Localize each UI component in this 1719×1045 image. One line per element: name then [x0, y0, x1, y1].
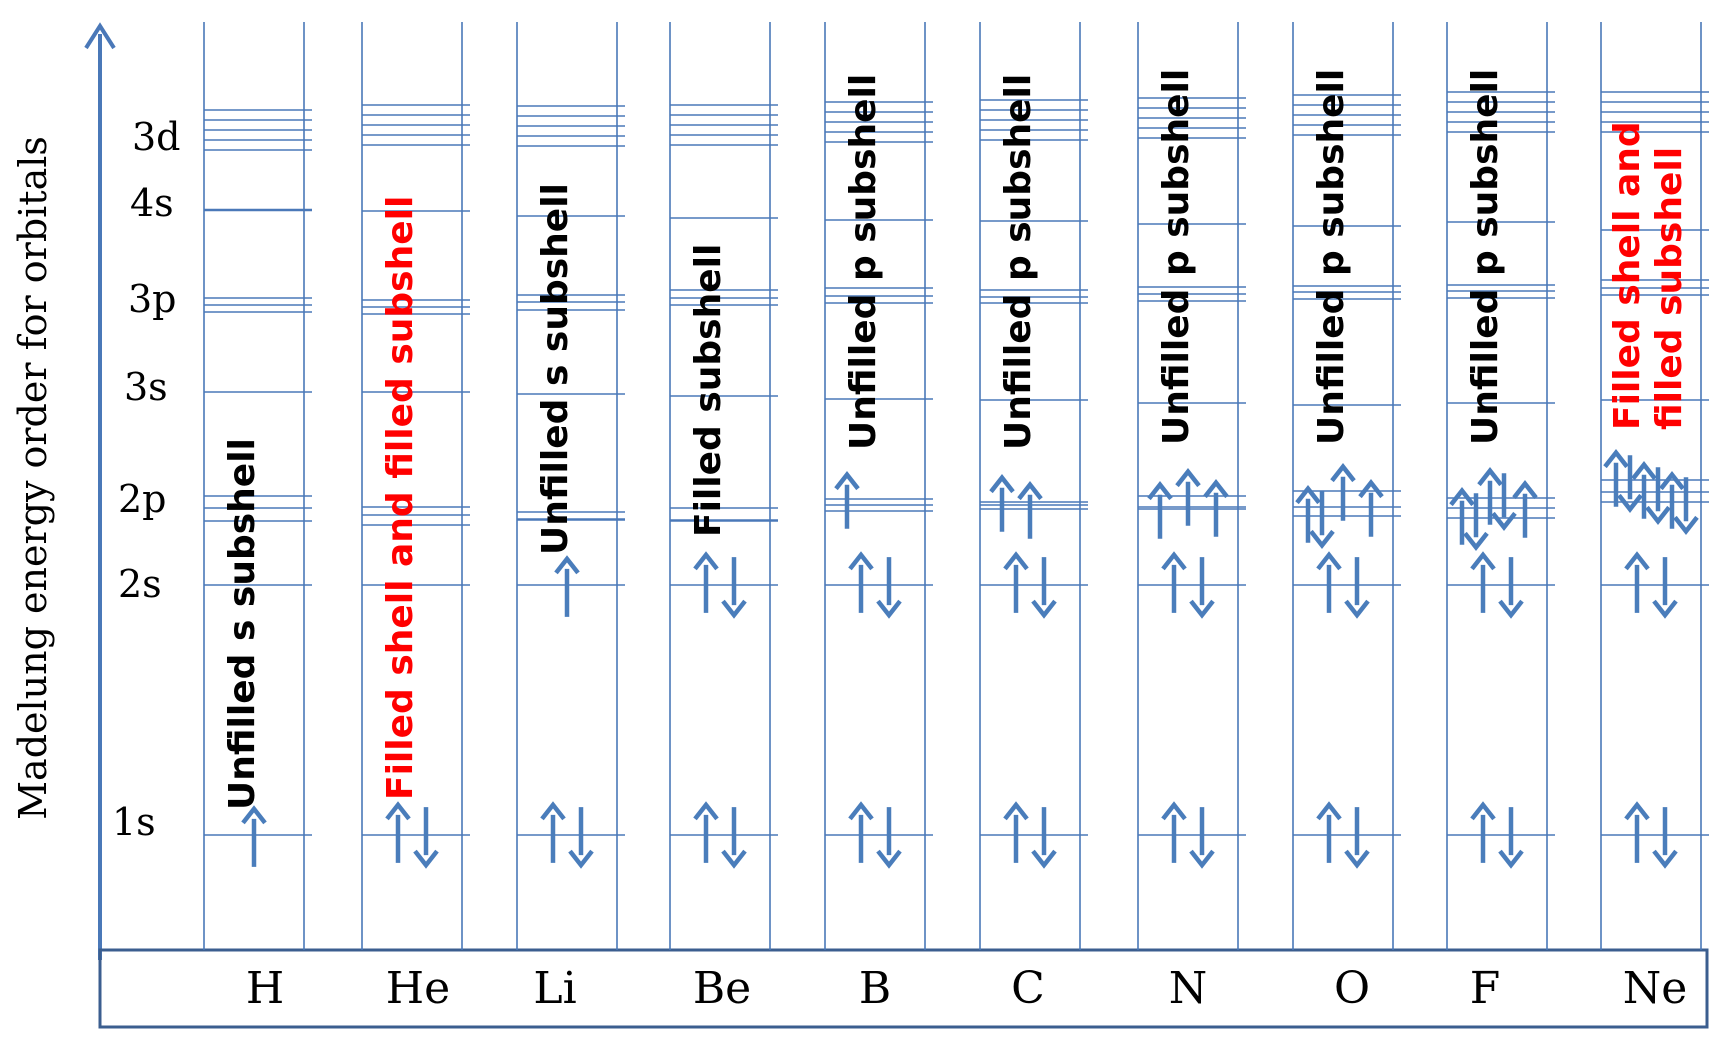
- spin-up-arrowhead: [1203, 479, 1229, 499]
- spin-up-arrowhead: [241, 805, 267, 825]
- spin-down-arrowhead: [876, 599, 902, 619]
- spin-up-arrowhead: [1631, 461, 1657, 481]
- spin-down-arrowhead: [1189, 849, 1215, 869]
- subshell-note: Unfilled p subshell: [1156, 69, 1197, 445]
- subshell-note: Unfilled p subshell: [843, 74, 884, 450]
- element-symbol: Be: [693, 963, 751, 1014]
- element-symbol: F: [1470, 963, 1501, 1014]
- spin-down-arrowhead: [876, 849, 902, 869]
- spin-up-arrowhead: [848, 801, 874, 821]
- level-label-3d: 3d: [132, 115, 181, 159]
- spin-up-arrowhead: [1330, 463, 1356, 483]
- element-symbol: Li: [533, 963, 576, 1014]
- spin-up-arrowhead: [1003, 801, 1029, 821]
- element-symbol: O: [1334, 963, 1370, 1014]
- subshell-note: Unfilled p subshell: [998, 74, 1039, 450]
- spin-up-arrowhead: [1175, 468, 1201, 488]
- spin-up-arrowhead: [1316, 801, 1342, 821]
- electron-arrows: [241, 449, 1699, 869]
- spin-down-arrowhead: [1491, 511, 1517, 531]
- level-label-2s: 2s: [118, 562, 162, 606]
- element-labels: H He Li Be B C N O F Ne: [246, 963, 1687, 1014]
- subshell-note: Filled shell and: [1607, 121, 1648, 430]
- spin-up-arrowhead: [1147, 481, 1173, 501]
- subshell-notes: Unfilled s subshell Filled shell and fill…: [222, 69, 1690, 810]
- element-symbol: He: [386, 963, 450, 1014]
- spin-down-arrowhead: [721, 599, 747, 619]
- subshell-note: Unfilled p subshell: [1465, 69, 1506, 445]
- subshell-note: filled subshell: [1649, 147, 1690, 430]
- subshell-note: Unfilled s subshell: [535, 183, 576, 555]
- spin-up-arrowhead: [1295, 485, 1321, 505]
- spin-up-arrowhead: [1603, 449, 1629, 469]
- spin-up-arrowhead: [1624, 801, 1650, 821]
- spin-down-arrowhead: [1645, 505, 1671, 525]
- y-axis-arrowhead: [84, 22, 116, 50]
- spin-up-arrowhead: [540, 801, 566, 821]
- level-label-1s: 1s: [112, 800, 156, 844]
- spin-down-arrowhead: [1673, 515, 1699, 535]
- element-symbol: C: [1011, 963, 1045, 1014]
- spin-up-arrowhead: [834, 471, 860, 491]
- y-axis-title: Madelung energy order for orbitals: [11, 136, 55, 820]
- spin-up-arrowhead: [385, 801, 411, 821]
- subshell-note: Unfilled s subshell: [222, 438, 263, 810]
- spin-down-arrowhead: [1309, 529, 1335, 549]
- spin-up-arrowhead: [1477, 467, 1503, 487]
- spin-down-arrowhead: [1652, 849, 1678, 869]
- spin-down-arrowhead: [1344, 849, 1370, 869]
- spin-up-arrowhead: [989, 474, 1015, 494]
- element-symbol: Ne: [1623, 963, 1688, 1014]
- level-label-3s: 3s: [124, 365, 168, 409]
- spin-up-arrowhead: [1316, 551, 1342, 571]
- spin-up-arrowhead: [848, 551, 874, 571]
- spin-down-arrowhead: [1031, 599, 1057, 619]
- spin-down-arrowhead: [721, 849, 747, 869]
- spin-up-arrowhead: [1161, 801, 1187, 821]
- spin-up-arrowhead: [1470, 801, 1496, 821]
- subshell-note: Filled shell and filled subshell: [380, 196, 421, 800]
- level-labels: 1s 2s 2p 3s 3p 4s 3d: [112, 115, 181, 844]
- spin-up-arrowhead: [1512, 480, 1538, 500]
- element-symbol: N: [1169, 963, 1208, 1014]
- level-label-4s: 4s: [130, 181, 174, 225]
- spin-up-arrowhead: [1624, 551, 1650, 571]
- spin-up-arrowhead: [693, 801, 719, 821]
- element-symbol: B: [859, 963, 891, 1014]
- spin-up-arrowhead: [1470, 551, 1496, 571]
- spin-up-arrowhead: [554, 555, 580, 575]
- subshell-note: Unfilled p subshell: [1311, 69, 1352, 445]
- spin-down-arrowhead: [413, 849, 439, 869]
- level-label-3p: 3p: [128, 277, 177, 321]
- spin-up-arrowhead: [1659, 471, 1685, 491]
- spin-up-arrowhead: [1161, 551, 1187, 571]
- spin-down-arrowhead: [1498, 849, 1524, 869]
- spin-down-arrowhead: [1031, 849, 1057, 869]
- element-columns: [203, 22, 1702, 950]
- subshell-note: Filled subshell: [688, 244, 729, 537]
- spin-down-arrowhead: [1189, 599, 1215, 619]
- spin-down-arrowhead: [1617, 493, 1643, 513]
- spin-up-arrowhead: [1449, 487, 1475, 507]
- spin-down-arrowhead: [1498, 599, 1524, 619]
- element-label-box: [98, 948, 1709, 1029]
- energy-levels: [204, 91, 1709, 836]
- diagram-frame: [84, 22, 1709, 1029]
- spin-down-arrowhead: [568, 849, 594, 869]
- spin-down-arrowhead: [1344, 599, 1370, 619]
- spin-up-arrowhead: [1017, 481, 1043, 501]
- spin-down-arrowhead: [1652, 599, 1678, 619]
- level-label-2p: 2p: [118, 477, 167, 521]
- spin-down-arrowhead: [1463, 531, 1489, 551]
- spin-up-arrowhead: [693, 551, 719, 571]
- spin-up-arrowhead: [1003, 551, 1029, 571]
- element-symbol: H: [246, 963, 284, 1014]
- spin-up-arrowhead: [1358, 479, 1384, 499]
